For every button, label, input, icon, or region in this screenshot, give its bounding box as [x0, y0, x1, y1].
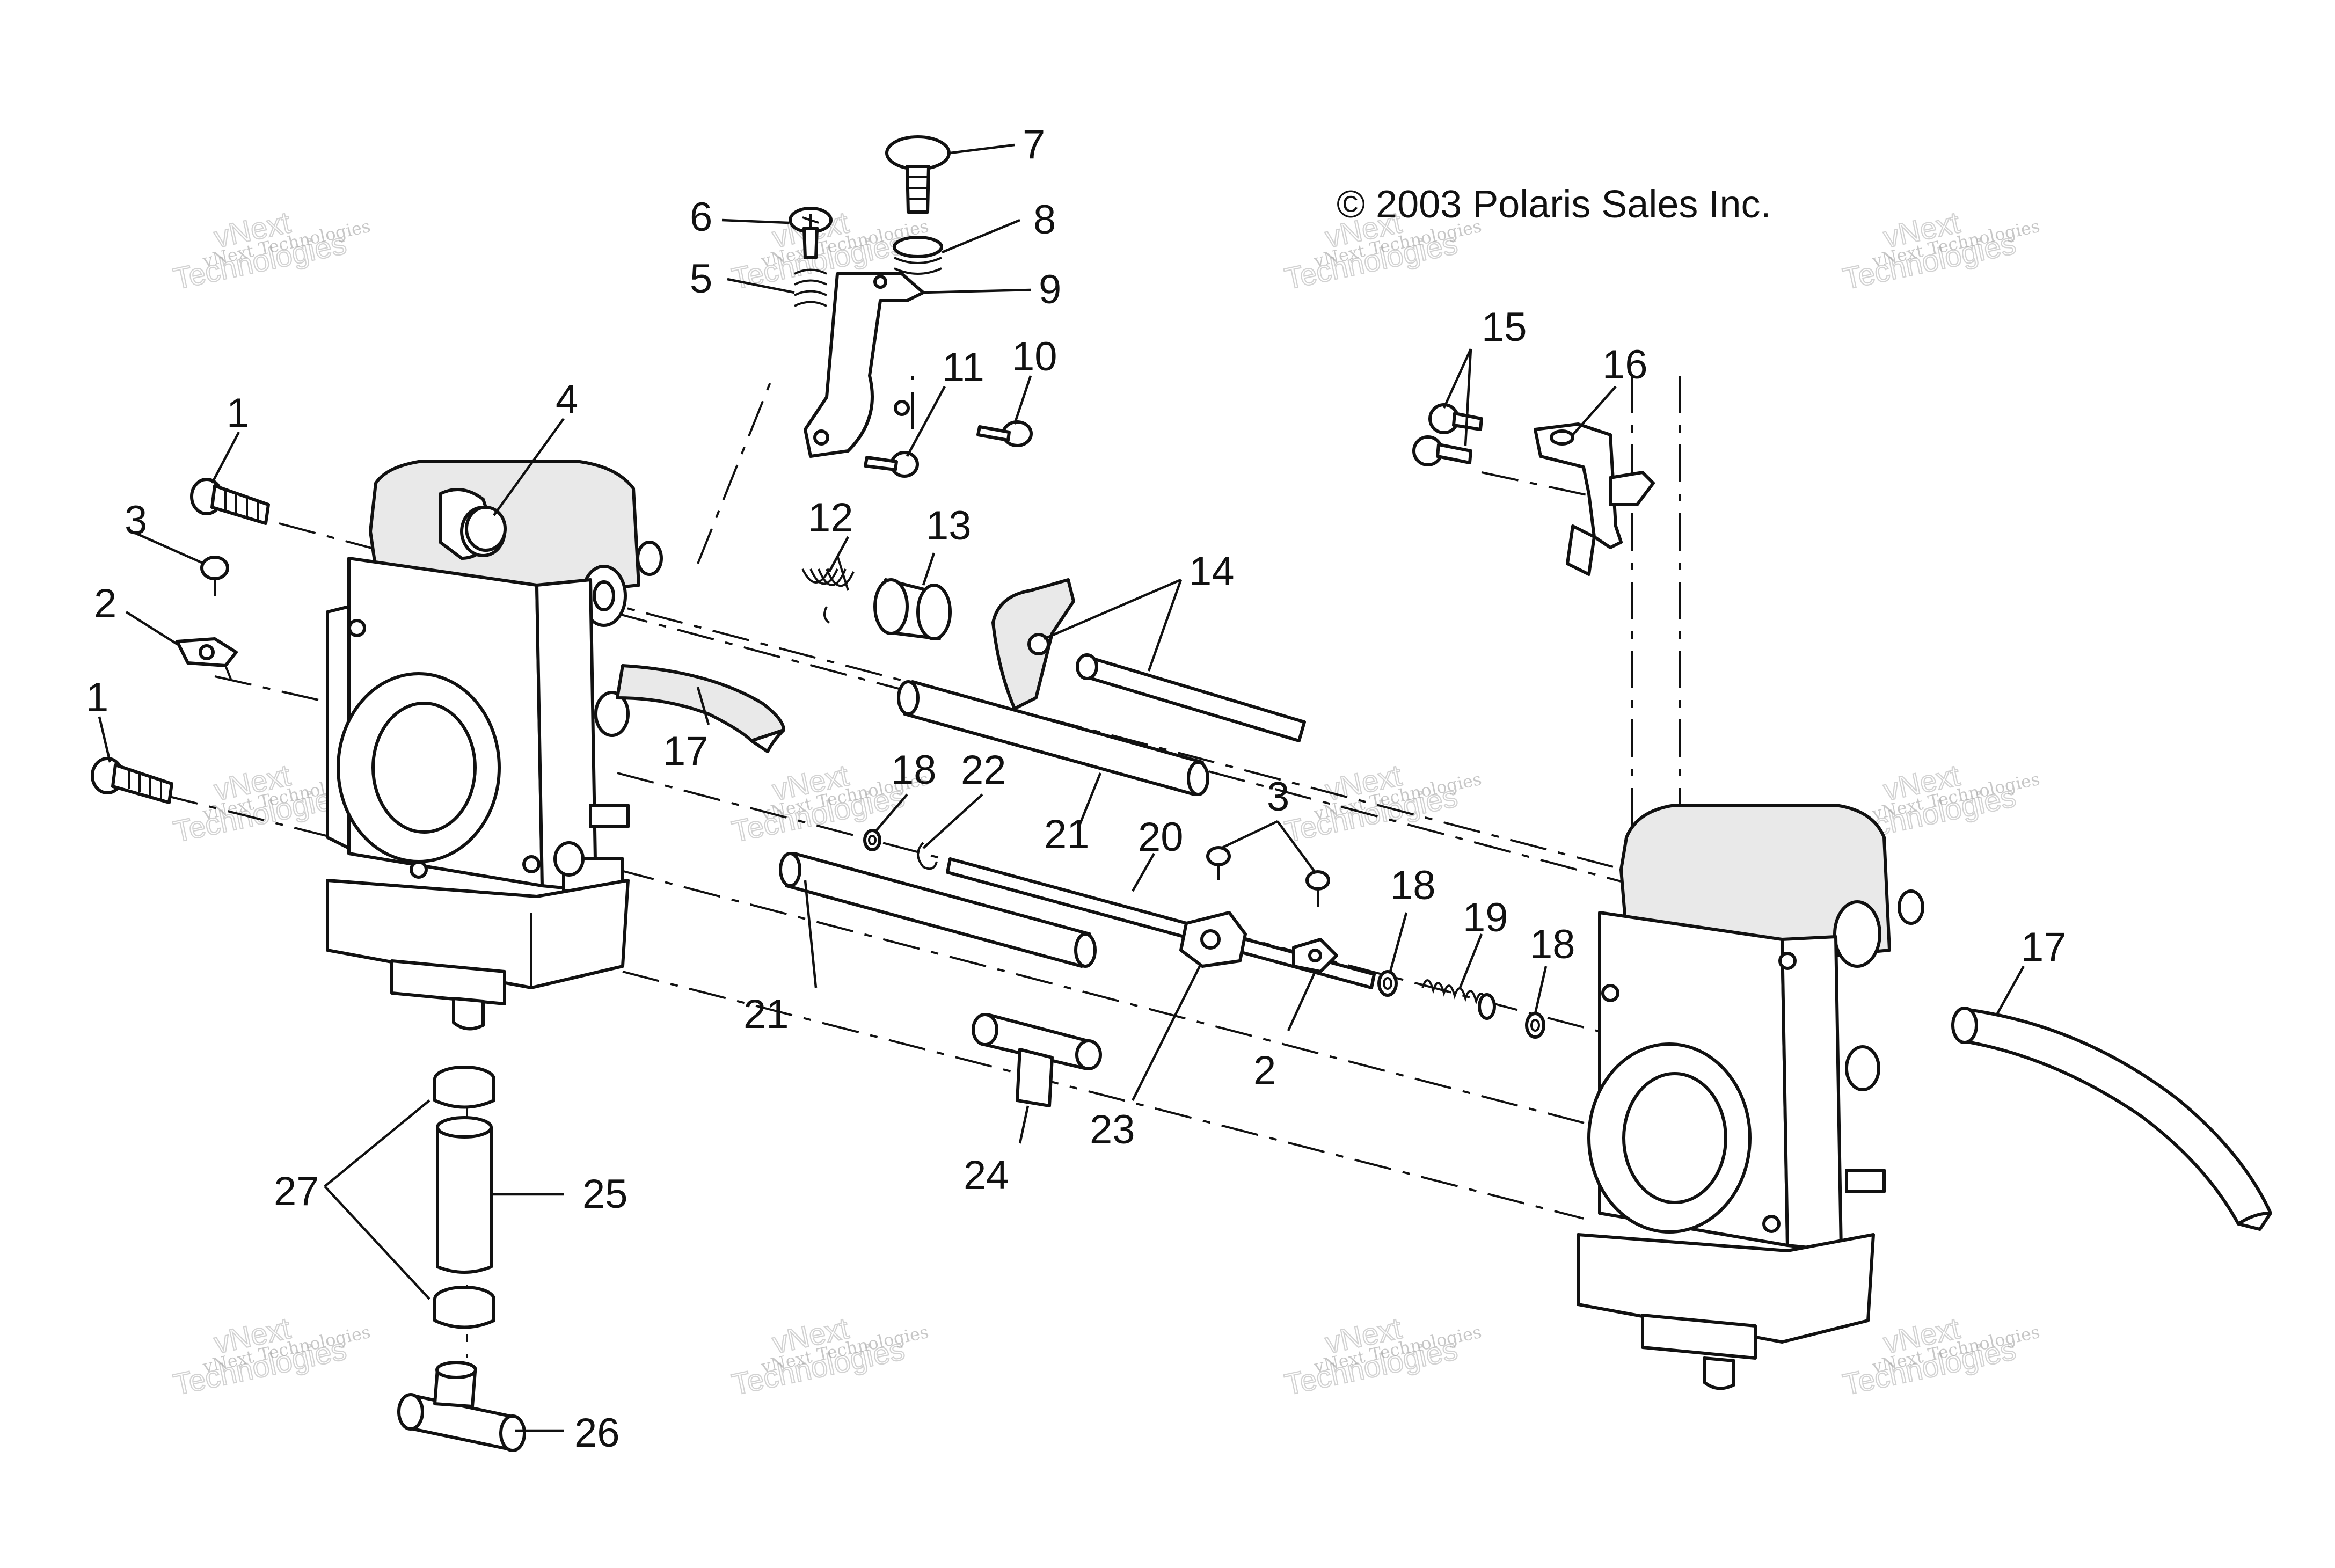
callout-15: 15 — [1482, 304, 1527, 350]
callout-19: 19 — [1463, 895, 1508, 940]
washer-18-left — [863, 829, 881, 851]
screw-11 — [864, 451, 919, 478]
bracket-2-left — [176, 637, 238, 680]
callout-18-center: 18 — [1390, 863, 1436, 908]
callout-12: 12 — [808, 495, 853, 541]
callout-18-left: 18 — [891, 747, 937, 793]
spring-8 — [893, 236, 943, 275]
callout-3-left: 3 — [125, 498, 147, 543]
carburetor-right — [1577, 804, 1924, 1390]
watermark: Technologies vNext vNext Technologies — [1840, 205, 2042, 296]
tee-26 — [397, 1361, 526, 1452]
copyright-notice: © 2003 Polaris Sales Inc. — [1337, 183, 1771, 226]
screw-1-lower — [91, 757, 173, 804]
tee-24 — [972, 1013, 1102, 1107]
clamp-27-upper — [433, 1066, 495, 1109]
callout-13: 13 — [926, 503, 972, 549]
lever-14 — [991, 578, 1075, 710]
screw-15-upper — [1428, 403, 1483, 434]
callout-4: 4 — [556, 377, 578, 422]
callout-26: 26 — [574, 1410, 620, 1456]
hose-25 — [436, 1116, 493, 1274]
callout-16: 16 — [1602, 342, 1648, 388]
watermark: Technologies vNext vNext Technologies — [170, 1310, 373, 1402]
callout-17-right: 17 — [2021, 924, 2067, 970]
clamp-27-lower — [433, 1286, 495, 1329]
callout-2-left: 2 — [94, 581, 116, 626]
callout-27: 27 — [274, 1169, 319, 1214]
callout-1-upper: 1 — [227, 390, 249, 436]
callout-17-left: 17 — [663, 728, 709, 774]
leader-lines — [98, 143, 2025, 1432]
callout-6: 6 — [690, 194, 712, 240]
callout-7: 7 — [1023, 122, 1045, 167]
screw-3-center-right — [1305, 870, 1330, 907]
callout-10: 10 — [1012, 334, 1057, 380]
screw-7 — [885, 135, 951, 214]
callout-18-right: 18 — [1530, 922, 1575, 967]
callout-23: 23 — [1090, 1107, 1135, 1153]
callout-25: 25 — [582, 1171, 628, 1217]
throttle-stop-bracket-9 — [804, 272, 925, 458]
watermark: Technologies vNext vNext Technologies — [728, 1310, 931, 1402]
assembly-lines — [160, 375, 1788, 1358]
plug-4 — [465, 506, 507, 552]
watermark: Technologies vNext vNext Technologies — [1281, 1310, 1484, 1402]
rod-21-upper — [897, 680, 1209, 796]
screw-1-upper — [190, 478, 270, 525]
spring-5 — [794, 268, 827, 307]
screw-6 — [789, 207, 833, 259]
callout-24: 24 — [964, 1153, 1009, 1198]
callout-21-lower: 21 — [743, 991, 789, 1037]
washer-18-right — [1525, 1012, 1545, 1039]
callout-3-center: 3 — [1267, 774, 1289, 820]
bushing-13 — [873, 578, 952, 640]
callout-11: 11 — [942, 345, 984, 390]
shaft-14 — [1076, 653, 1306, 742]
watermark: Technologies vNext vNext Technologies — [1281, 757, 1484, 849]
callout-21-upper: 21 — [1044, 812, 1090, 857]
lever-block-23 — [1179, 911, 1247, 968]
bracket-2-center — [1292, 938, 1338, 973]
spring-19 — [1421, 979, 1496, 1020]
callout-8: 8 — [1033, 197, 1056, 243]
spring-12 — [801, 568, 855, 624]
screw-10 — [976, 420, 1033, 447]
screw-15-lower — [1412, 435, 1472, 466]
callout-2-center: 2 — [1253, 1048, 1276, 1093]
hose-17-left — [616, 664, 785, 753]
callout-1-lower: 1 — [86, 675, 108, 720]
callout-numbers: 1 3 2 1 4 6 5 7 8 9 10 11 12 13 14 15 16… — [86, 122, 2067, 1456]
screw-3-center-left — [1206, 846, 1231, 880]
callout-5: 5 — [690, 256, 712, 302]
washer-18-center — [1377, 970, 1398, 997]
hose-17-right — [1951, 1007, 2272, 1231]
carburetor-left — [326, 460, 663, 1031]
callout-9: 9 — [1039, 267, 1061, 312]
clip-22 — [917, 842, 938, 870]
callout-14: 14 — [1189, 549, 1235, 594]
watermark: Technologies vNext vNext Technologies — [170, 205, 373, 296]
rod-21-lower — [779, 852, 1097, 968]
bracket-16 — [1534, 422, 1655, 576]
callout-20: 20 — [1138, 814, 1184, 860]
screw-3-left — [200, 556, 229, 596]
callout-22: 22 — [961, 747, 1006, 793]
